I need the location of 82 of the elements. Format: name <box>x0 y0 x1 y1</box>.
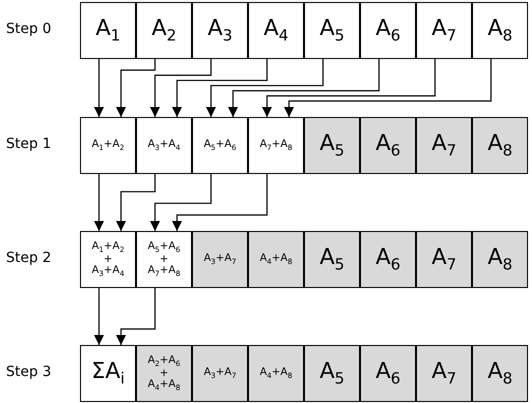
array-cell <box>192 2 248 59</box>
arrow <box>150 59 212 117</box>
array-cell <box>472 345 528 402</box>
array-cell <box>248 117 304 174</box>
cell-value: A$_{6}$ <box>376 246 400 274</box>
array-cell <box>416 345 472 402</box>
array-cell <box>472 117 528 174</box>
array-cell <box>304 117 360 174</box>
cell-value: A$_{5}$ <box>320 246 344 274</box>
arrow <box>172 59 268 117</box>
array-cell <box>304 2 360 59</box>
arrow <box>116 59 156 117</box>
array-cell <box>192 345 248 402</box>
cell-value: A$_{8}$ <box>488 132 512 160</box>
arrow <box>228 59 380 117</box>
cell-value: A$_{3}$ <box>208 16 232 44</box>
array-cell <box>304 231 360 288</box>
cell-value: A$_{6}$ <box>376 16 400 44</box>
array-cell <box>136 345 192 402</box>
array-cell <box>416 231 472 288</box>
cell-value: A$_{5}$+A$_{6}$ + A$_{7}$+A$_{8}$ <box>146 241 182 278</box>
arrow <box>94 174 104 231</box>
cell-value: A$_{6}$ <box>376 360 400 388</box>
array-cell <box>192 231 248 288</box>
array-cell <box>136 231 192 288</box>
cell-value: A$_{5}$ <box>320 132 344 160</box>
cell-value: A$_{7}$ <box>432 16 456 44</box>
arrow <box>262 59 436 117</box>
cell-value: A$_{3}$+A$_{4}$ <box>148 139 180 152</box>
cell-value: A$_{1}$+A$_{2}$ + A$_{3}$+A$_{4}$ <box>90 241 126 278</box>
arrow <box>116 288 156 345</box>
array-cell <box>360 2 416 59</box>
arrow <box>206 59 324 117</box>
cell-value: A$_{4}$+A$_{8}$ <box>260 367 292 380</box>
cell-value: ΣA$_{i}$ <box>91 360 125 388</box>
cell-value: A$_{5}$ <box>320 360 344 388</box>
array-cell <box>304 345 360 402</box>
array-cell <box>360 345 416 402</box>
cell-value: A$_{5}$+A$_{6}$ <box>204 139 236 152</box>
array-cell <box>360 117 416 174</box>
array-cell <box>80 117 136 174</box>
cell-value: A$_{7}$ <box>432 246 456 274</box>
array-cell <box>472 2 528 59</box>
array-cell <box>416 117 472 174</box>
cell-value: A$_{7}$ <box>432 132 456 160</box>
cell-value: A$_{1}$+A$_{2}$ <box>92 139 124 152</box>
array-cell <box>248 2 304 59</box>
cell-value: A$_{5}$ <box>320 16 344 44</box>
array-cell <box>80 231 136 288</box>
array-cell <box>136 117 192 174</box>
step-label: Step 0 <box>6 21 52 37</box>
cell-value: A$_{4}$+A$_{8}$ <box>260 253 292 266</box>
array-cell <box>248 231 304 288</box>
arrow <box>150 174 212 231</box>
array-cell <box>248 345 304 402</box>
arrow <box>94 59 104 117</box>
arrow <box>94 288 104 345</box>
array-cell <box>192 117 248 174</box>
arrow <box>172 174 268 231</box>
cell-value: A$_{7}$+A$_{8}$ <box>260 139 292 152</box>
array-cell <box>416 2 472 59</box>
cell-value: A$_{7}$ <box>432 360 456 388</box>
array-cell <box>80 345 136 402</box>
array-cell <box>360 231 416 288</box>
cell-value: A$_{3}$+A$_{7}$ <box>204 253 236 266</box>
array-cell <box>80 2 136 59</box>
cell-value: A$_{2}$ <box>152 16 176 44</box>
cell-value: A$_{8}$ <box>488 16 512 44</box>
cell-value: A$_{6}$ <box>376 132 400 160</box>
step-label: Step 1 <box>6 136 52 152</box>
cell-value: A$_{3}$+A$_{7}$ <box>204 367 236 380</box>
cell-value: A$_{4}$ <box>264 16 288 44</box>
cell-value: A$_{8}$ <box>488 246 512 274</box>
step-label: Step 2 <box>6 250 52 266</box>
cell-value: A$_{2}$+A$_{6}$ + A$_{4}$+A$_{8}$ <box>146 355 182 392</box>
arrow <box>116 174 156 231</box>
cell-value: A$_{1}$ <box>96 16 120 44</box>
arrow <box>284 59 492 117</box>
array-cell <box>136 2 192 59</box>
array-cell <box>472 231 528 288</box>
step-label: Step 3 <box>6 364 52 380</box>
cell-value: A$_{8}$ <box>488 360 512 388</box>
